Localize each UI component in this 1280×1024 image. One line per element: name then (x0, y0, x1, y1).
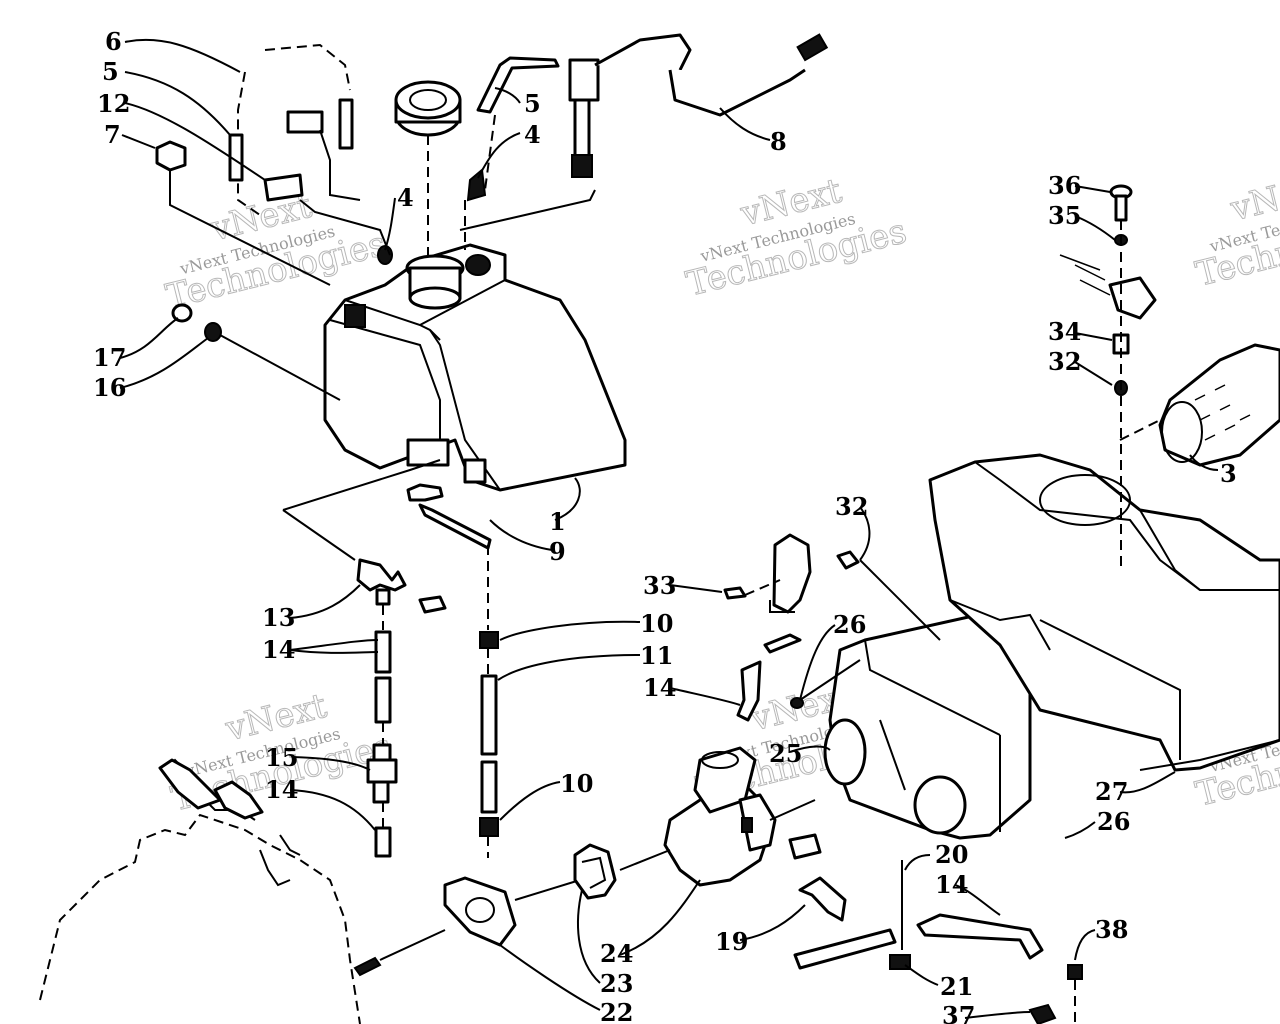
carb-clamp (573, 843, 617, 900)
airbox-main (928, 453, 1280, 772)
callout-33: 33 (643, 571, 676, 600)
vent-hoses (464, 56, 560, 250)
callout-24: 24 (600, 939, 633, 968)
callout-11: 11 (640, 641, 673, 670)
breather-hoses (736, 633, 1083, 1024)
callout-9: 9 (549, 537, 566, 566)
carburetor (619, 746, 822, 887)
callout-14-right: 14 (935, 870, 968, 899)
callout-25: 25 (769, 739, 802, 768)
callout-13: 13 (262, 603, 295, 632)
callout-35: 35 (1048, 201, 1081, 230)
tank-cap (394, 80, 462, 255)
engine-outline (39, 758, 382, 1024)
callout-8: 7 (104, 120, 121, 149)
callout-4-left: 4 (397, 183, 414, 212)
watermark-2: vNext vNext Technologies Technologies (682, 170, 911, 305)
callout-36: 36 (1048, 171, 1081, 200)
fuel-tank (323, 243, 627, 492)
intake-flange (379, 876, 581, 961)
callout-19: 19 (715, 927, 748, 956)
callout-22: 22 (600, 998, 633, 1024)
callout-5-right: 5 (524, 89, 541, 118)
callout-4-top: 4 (524, 120, 541, 149)
callout-15: 15 (265, 743, 298, 772)
callout-10-upper: 10 (640, 609, 673, 638)
callout-14-lower: 14 (265, 775, 298, 804)
callout-32-center: 32 (835, 492, 868, 521)
callout-6: 8 (770, 127, 787, 156)
callout-12: 12 (97, 89, 130, 118)
air-intake-tube (1119, 343, 1280, 467)
callout-5-left: 5 (102, 57, 119, 86)
callout-21: 21 (940, 972, 973, 1001)
choke-bracket (723, 533, 941, 641)
fuel-outlet-line (406, 483, 499, 858)
callout-34: 34 (1048, 317, 1081, 346)
callout-labels: 6 5 12 7 5 4 4 8 17 16 1 9 13 14 15 14 1… (93, 27, 1237, 1024)
callout-37: 37 (942, 1001, 975, 1024)
fuel-valve-line (282, 459, 447, 858)
callout-27: 27 (1095, 777, 1128, 806)
grommets (171, 303, 341, 401)
callout-17: 17 (93, 343, 126, 372)
callout-26-upper: 26 (833, 610, 866, 639)
callout-7: 6 (105, 27, 122, 56)
callout-14-center: 14 (643, 673, 676, 702)
callout-1: 1 (549, 507, 566, 536)
watermark-line1: vNext (1226, 166, 1280, 230)
callout-14-left: 14 (262, 635, 295, 664)
tank-brackets (155, 43, 391, 286)
intake-silencer (823, 608, 1041, 840)
callout-23: 23 (600, 969, 633, 998)
callout-20: 20 (935, 840, 968, 869)
callout-38: 38 (1095, 915, 1128, 944)
primer-assembly (1059, 184, 1157, 570)
callout-3: 3 (1220, 459, 1237, 488)
callout-10-lower: 10 (560, 769, 593, 798)
callout-26-lower: 26 (1097, 807, 1130, 836)
watermark-5: vNext vNext Technologies Technologies (1191, 165, 1280, 295)
fuel-gauge-sender (459, 33, 829, 231)
callout-16: 16 (93, 373, 126, 402)
callout-32-right: 32 (1048, 347, 1081, 376)
leader-lines (119, 38, 1219, 1019)
